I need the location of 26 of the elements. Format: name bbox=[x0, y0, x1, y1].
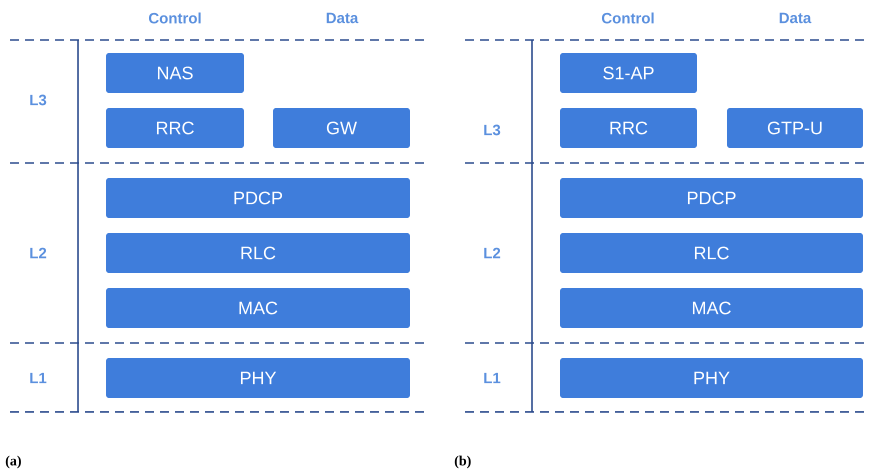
layer-box: S1-AP bbox=[560, 53, 697, 93]
layer-box: PHY bbox=[106, 358, 410, 398]
layer-label: L3 bbox=[484, 124, 500, 136]
layer-box: NAS bbox=[106, 53, 244, 93]
layer-label: L1 bbox=[484, 372, 500, 384]
layer-box: RLC bbox=[560, 233, 863, 273]
layer-box: GTP-U bbox=[727, 108, 863, 148]
subfigure-label: (a) bbox=[6, 456, 21, 468]
layer-label: L2 bbox=[484, 248, 500, 258]
column-header: Control bbox=[148, 12, 201, 24]
column-header: Data bbox=[326, 12, 358, 24]
layer-box: PDCP bbox=[106, 178, 410, 218]
layer-box: GW bbox=[273, 108, 410, 148]
column-header: Control bbox=[602, 12, 654, 24]
layer-label: L1 bbox=[30, 372, 46, 384]
layer-box: PHY bbox=[560, 358, 863, 398]
layer-box: MAC bbox=[106, 288, 410, 328]
layer-box: MAC bbox=[560, 288, 863, 328]
layer-box: RLC bbox=[106, 233, 410, 273]
layer-label: L3 bbox=[30, 94, 46, 106]
layer-box: PDCP bbox=[560, 178, 863, 218]
column-header: Data bbox=[780, 12, 812, 24]
subfigure-label: (b) bbox=[454, 456, 471, 468]
layer-box: RRC bbox=[560, 108, 697, 148]
layer-label: L2 bbox=[30, 248, 46, 258]
layer-box: RRC bbox=[106, 108, 244, 148]
